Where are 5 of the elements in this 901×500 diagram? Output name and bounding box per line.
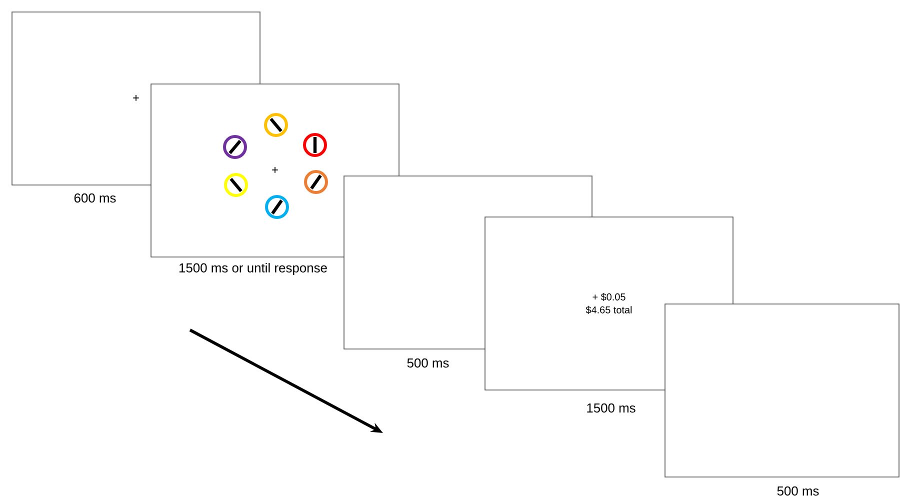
duration-label: 500 ms: [777, 486, 819, 496]
duration-label: 600 ms: [74, 193, 116, 203]
duration-label: 1500 ms or until response: [179, 262, 327, 276]
duration-label: 1500 ms: [587, 403, 636, 413]
duration-label: 500 ms: [407, 358, 449, 368]
